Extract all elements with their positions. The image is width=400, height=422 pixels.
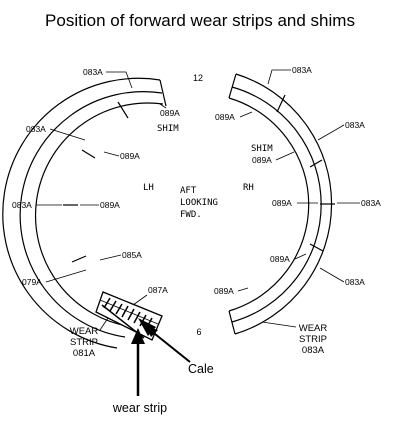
wear-strip-annotation: wear strip <box>112 401 167 415</box>
wear-strip-arrow <box>131 328 145 396</box>
right-inner-label: 089A <box>272 198 292 208</box>
left-arc-middle <box>19 91 163 338</box>
view-line-2: LOOKING <box>180 198 218 208</box>
left-shim-label: SHIM <box>157 124 179 134</box>
right-inner-label: 089A <box>215 112 235 122</box>
diagram-title: Position of forward wear strips and shim… <box>45 11 355 30</box>
right-arc <box>228 73 335 335</box>
right-outer-label: 083A <box>361 198 381 208</box>
left-arc-inner <box>34 102 164 328</box>
lh-label: LH <box>143 183 154 193</box>
left-outer-label: 079A <box>22 277 42 287</box>
left-outer-label: 083A <box>12 200 32 210</box>
left-inner-label: 085A <box>122 250 142 260</box>
right-shim-line2: 089A <box>252 155 272 165</box>
right-shim-line1: SHIM <box>251 144 273 154</box>
right-wear-strip-line1: WEAR <box>299 323 328 334</box>
clock-6: 6 <box>196 327 201 337</box>
left-inner-label: 087A <box>148 285 168 295</box>
left-wear-strip-line3: 081A <box>73 348 96 359</box>
right-outer-label: 083A <box>345 277 365 287</box>
view-line-1: AFT <box>180 186 197 196</box>
left-inner-label: 089A <box>100 200 120 210</box>
left-arc-outer <box>2 77 161 349</box>
left-outer-label: 083A <box>26 124 46 134</box>
clock-12: 12 <box>193 73 203 83</box>
right-outer-label: 083A <box>292 65 312 75</box>
left-wear-strip-line1: WEAR <box>70 326 99 337</box>
right-wear-strip-line2: STRIP <box>299 334 327 345</box>
cale-label: Cale <box>188 362 214 376</box>
cale-arrow <box>146 326 191 363</box>
left-arc <box>2 77 167 349</box>
right-arc-inner <box>228 97 310 312</box>
left-inner-label: 089A <box>120 151 140 161</box>
right-inner-label: 089A <box>214 286 234 296</box>
left-inner-label: 089A <box>160 108 180 118</box>
left-wear-strip-line2: STRIP <box>70 337 98 348</box>
right-inner-label: 089A <box>270 254 290 264</box>
rh-label: RH <box>243 183 254 193</box>
view-line-3: FWD. <box>180 210 202 220</box>
left-outer-label: 083A <box>83 67 103 77</box>
right-wear-strip-line3: 083A <box>302 345 325 356</box>
right-outer-label: 083A <box>345 120 365 130</box>
